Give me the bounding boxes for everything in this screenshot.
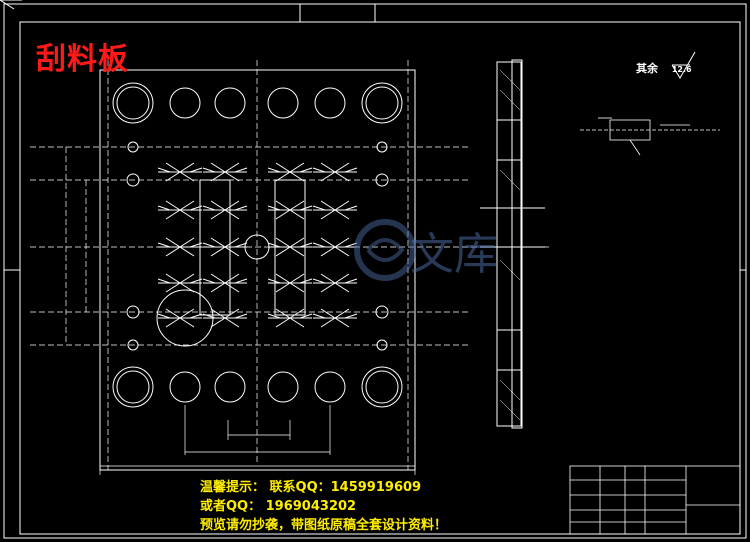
roughness-note: 其余 12.6 [636,60,692,76]
roughness-value: 12.6 [671,65,692,74]
ejector-features [0,0,358,328]
detail-view [580,117,720,156]
inner-frame [19,21,741,535]
watermark-logo [354,219,416,281]
bottom-hole-row [112,366,403,408]
top-hole-row [112,82,403,124]
roughness-label: 其余 [636,62,658,75]
notice-line-3: 预览请勿抄袭，带图纸原稿全套设计资料！ [200,518,448,533]
roughness-symbol [671,51,696,79]
watermark-text: 文库 [410,229,498,280]
notice-line-2: 或者QQ： 1969043202 [200,499,357,514]
title-block [569,465,741,535]
part-name-title: 刮料板 [36,42,129,77]
main-plate-outline [99,69,416,471]
notice-line-1: 温馨提示： 联系QQ：1459919609 [200,480,422,495]
side-section-view [480,59,545,429]
